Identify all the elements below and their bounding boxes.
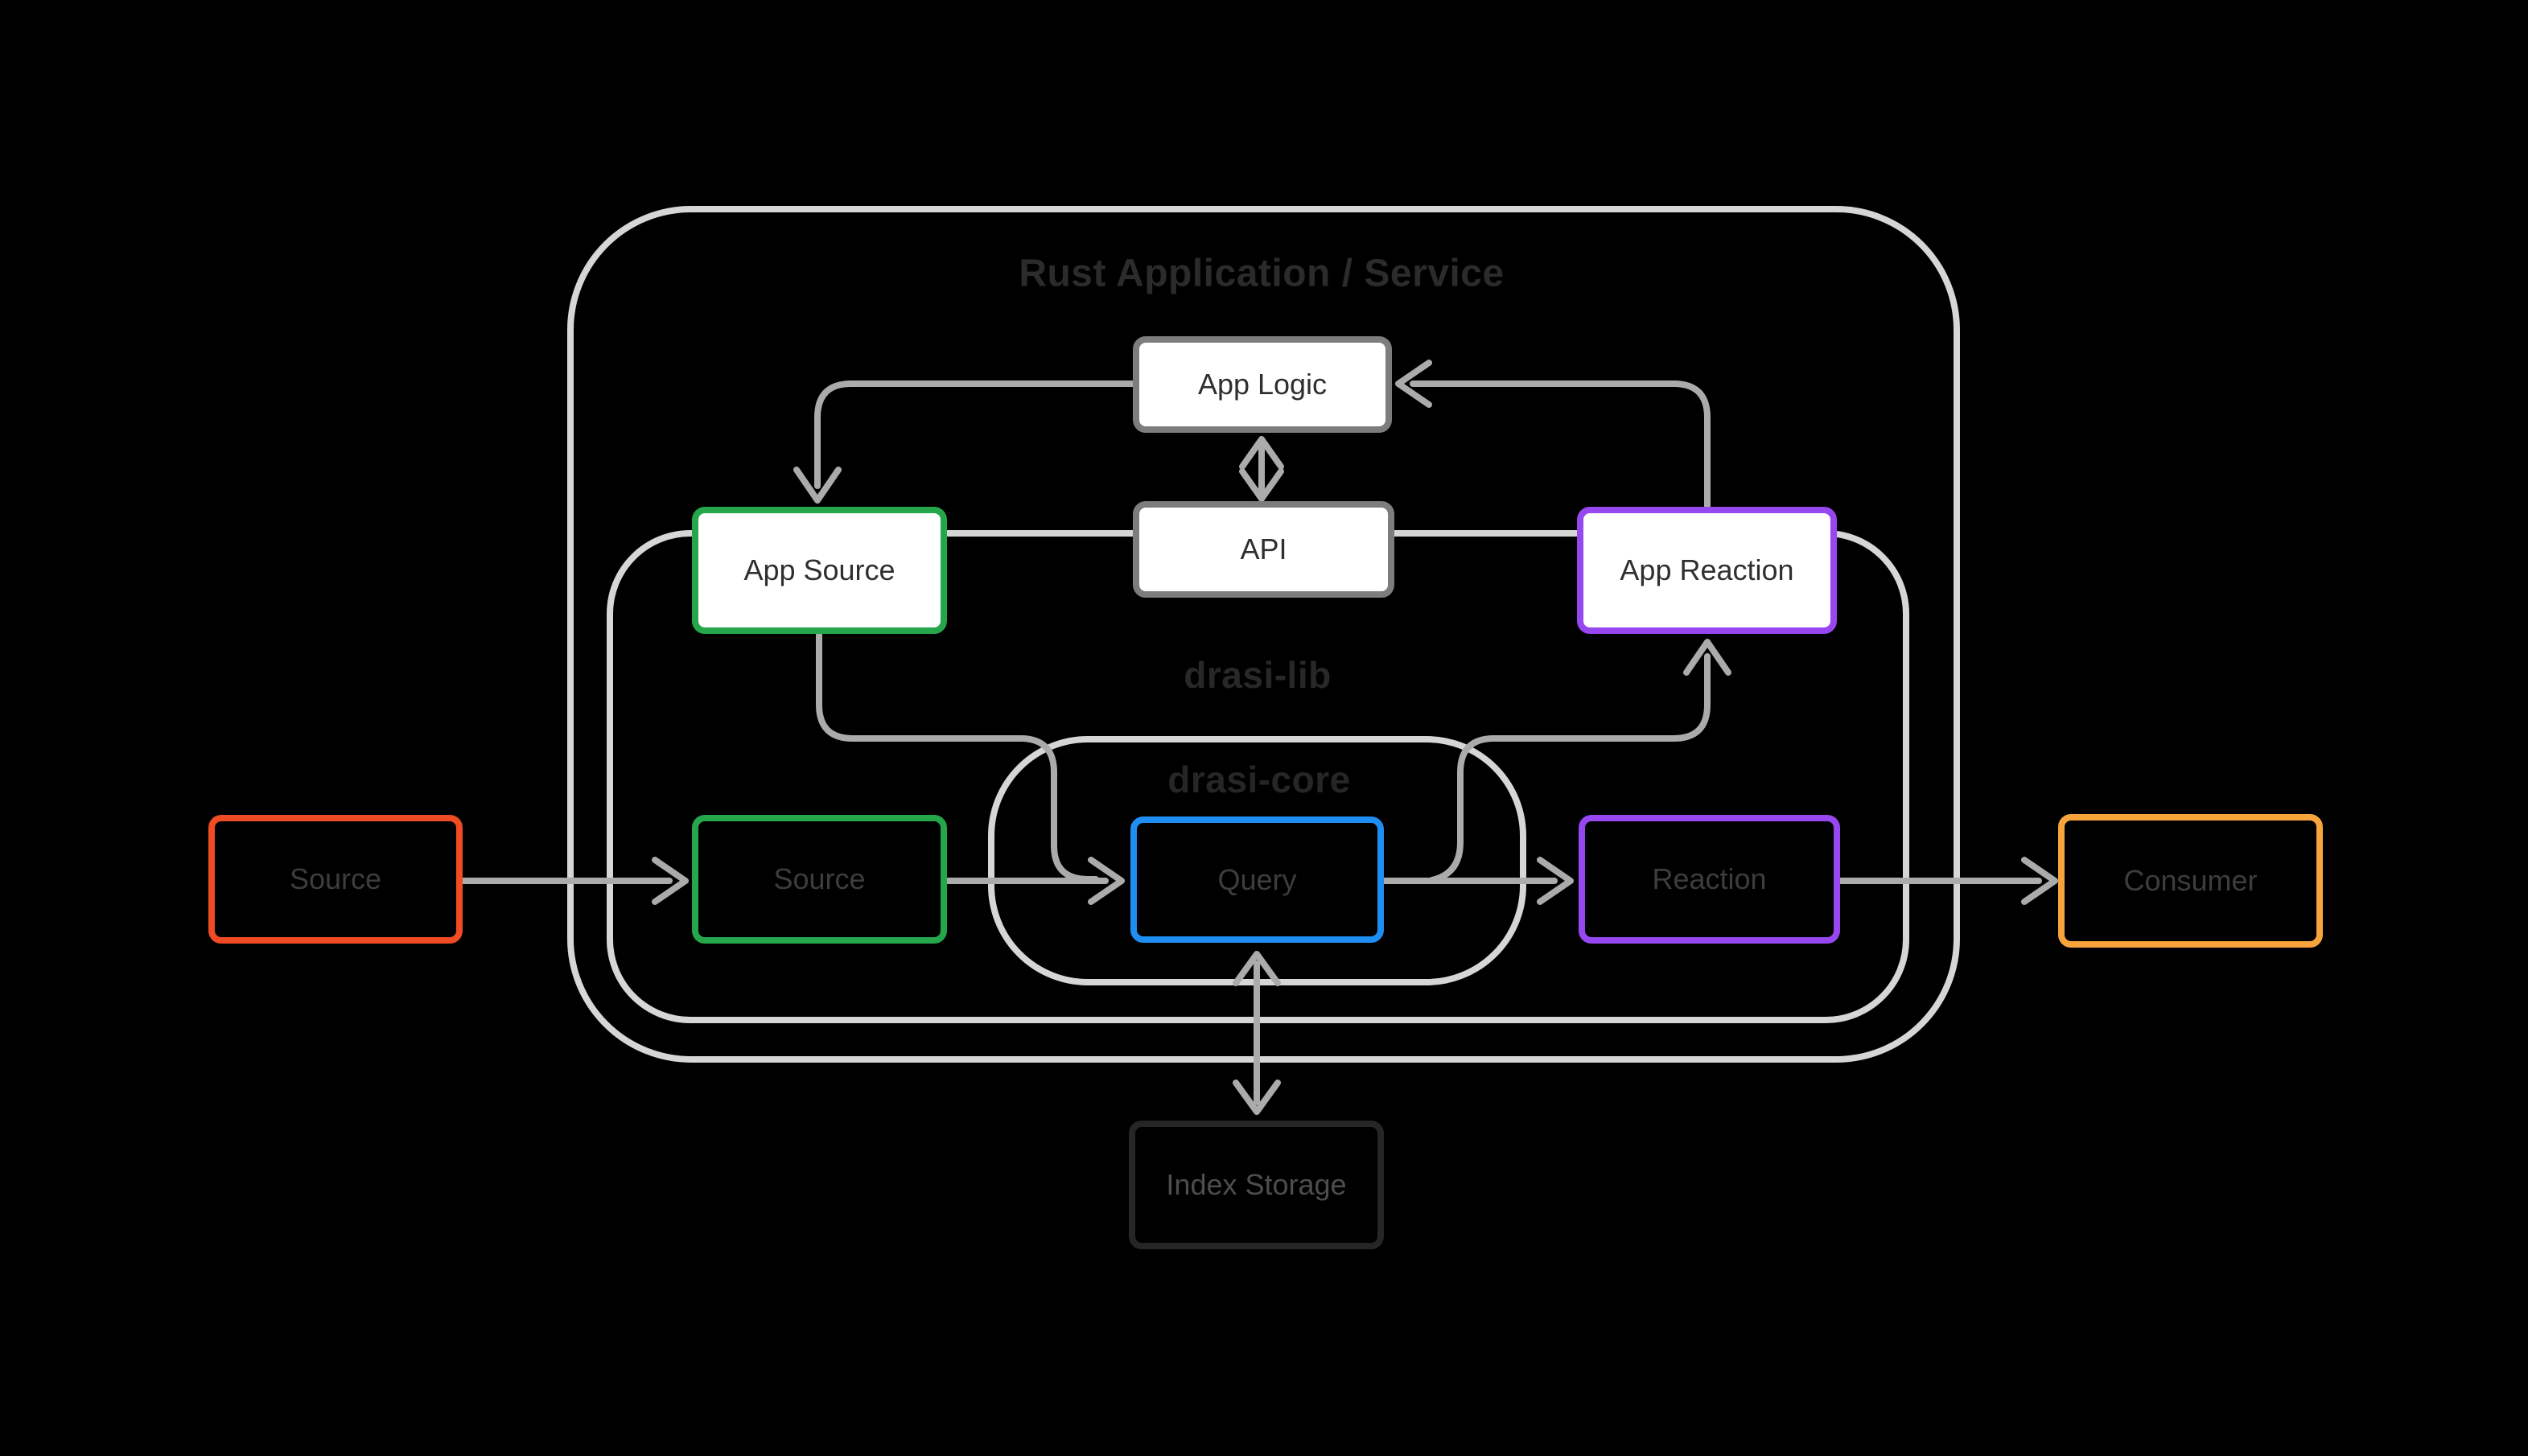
- edge-query-to-app-reaction: [1429, 639, 1731, 883]
- node-index-storage: Index Storage: [1129, 1121, 1384, 1249]
- node-label-app-reaction: App Reaction: [1620, 553, 1794, 586]
- node-label-consumer: Consumer: [2123, 864, 2258, 897]
- node-label-source: Source: [773, 862, 866, 895]
- node-app-reaction: App Reaction: [1577, 507, 1837, 634]
- edge-source-to-query: [944, 857, 1125, 905]
- node-consumer: Consumer: [2058, 814, 2323, 948]
- node-source-external: Source: [208, 815, 463, 944]
- node-label-index-storage: Index Storage: [1166, 1168, 1347, 1201]
- edge-reaction-to-consumer: [1837, 857, 2058, 905]
- node-label-source-external: Source: [289, 862, 382, 895]
- edge-app-source-to-query: [816, 631, 1099, 882]
- edge-source-external-to-source: [459, 857, 689, 905]
- node-label-reaction: Reaction: [1652, 862, 1767, 895]
- rust-app-title: Rust Application / Service: [1019, 252, 1505, 295]
- node-label-api: API: [1240, 533, 1287, 566]
- node-label-query: Query: [1217, 862, 1297, 896]
- node-source: Source: [692, 815, 947, 944]
- node-api: API: [1133, 501, 1394, 598]
- node-label-app-logic: App Logic: [1197, 368, 1328, 401]
- node-app-source: App Source: [692, 507, 947, 634]
- drasi-lib-title: drasi-lib: [1184, 654, 1332, 696]
- node-label-app-source: App Source: [743, 553, 896, 586]
- edge-app-reaction-to-app-logic: [1395, 360, 1711, 510]
- edge-app-logic-api-bidirectional: [1239, 436, 1284, 502]
- container-rust-app-outline: [567, 206, 1960, 1063]
- edge-query-index-storage-bidirectional: [1233, 951, 1281, 1115]
- node-reaction: Reaction: [1579, 815, 1840, 944]
- node-app-logic: App Logic: [1133, 336, 1392, 433]
- edge-query-to-reaction: [1381, 857, 1574, 905]
- drasi-core-title: drasi-core: [1167, 759, 1351, 800]
- edge-app-logic-to-app-source: [793, 380, 1136, 504]
- node-query: Query: [1130, 816, 1384, 943]
